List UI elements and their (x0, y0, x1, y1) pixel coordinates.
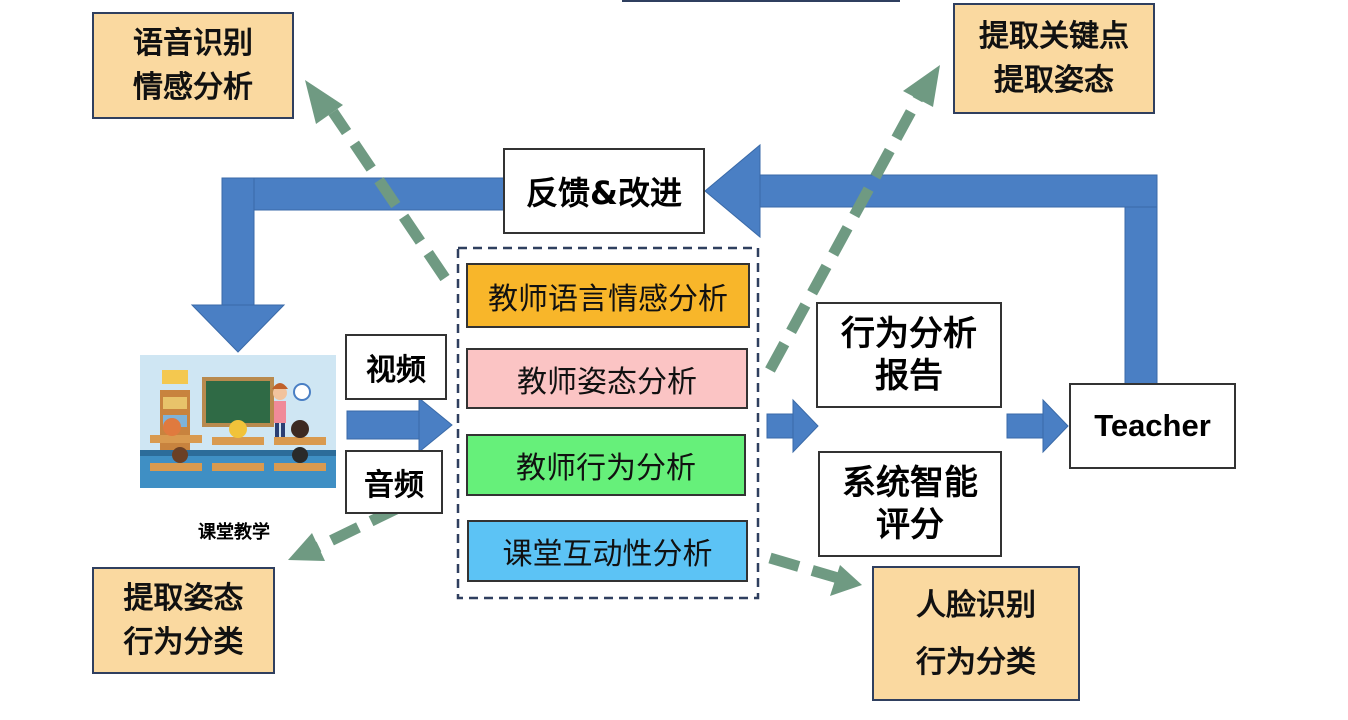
classroom-image (140, 355, 336, 488)
dashed-arrows (309, 92, 925, 584)
bottom-right-note-line1: 人脸识别 (916, 587, 1036, 623)
top-right-note-line2: 提取姿态 (994, 62, 1114, 98)
modules-output-arrow (766, 398, 819, 454)
module-label: 课堂互动性分析 (502, 537, 713, 572)
score-line1: 系统智能 (842, 462, 978, 503)
top-right-note: 提取关键点 提取姿态 (953, 3, 1155, 114)
feedback-box: 反馈&改进 (503, 148, 705, 234)
top-left-note-line1: 语音识别 (133, 26, 253, 61)
classroom-label: 课堂教学 (198, 522, 270, 543)
module-teacher-speech-emotion: 教师语言情感分析 (466, 263, 750, 328)
teacher-label: Teacher (1094, 408, 1211, 443)
module-label: 教师姿态分析 (517, 364, 697, 400)
bottom-left-note-line1: 提取姿态 (123, 581, 244, 616)
dashed-arrowhead-top-right (903, 65, 940, 107)
module-teacher-posture: 教师姿态分析 (466, 348, 748, 409)
teacher-box: Teacher (1069, 383, 1236, 469)
module-label: 教师语言情感分析 (488, 281, 728, 317)
dashed-arrowhead-bottom-left (288, 533, 325, 561)
bottom-left-note-line2: 行为分类 (123, 624, 244, 660)
module-group-frame (456, 246, 760, 600)
report-line1: 行为分析 (841, 313, 977, 354)
dashed-arrowhead-bottom-right (830, 565, 862, 596)
behavior-report-box: 行为分析 报告 (816, 302, 1002, 408)
dashed-arrowhead-top-left (305, 80, 343, 124)
score-line2: 评分 (876, 505, 944, 545)
report-line2: 报告 (875, 356, 943, 396)
feedback-label: 反馈&改进 (526, 174, 682, 212)
video-label-box: 视频 (345, 334, 447, 400)
top-left-note: 语音识别 情感分析 (92, 12, 294, 119)
audio-label-box: 音频 (345, 450, 443, 514)
report-to-teacher-arrow (1006, 398, 1069, 454)
top-left-note-line2: 情感分析 (133, 69, 253, 105)
feedback-loop-arrow (190, 143, 1158, 386)
bottom-left-note: 提取姿态 行为分类 (92, 567, 275, 674)
module-classroom-interaction: 课堂互动性分析 (467, 520, 748, 582)
system-score-box: 系统智能 评分 (818, 451, 1002, 557)
classroom-illustration (140, 355, 336, 488)
video-label: 视频 (366, 353, 426, 388)
module-teacher-behavior: 教师行为分析 (466, 434, 746, 496)
input-arrow (346, 396, 453, 454)
module-label: 教师行为分析 (516, 451, 696, 486)
top-right-note-line1: 提取关键点 (979, 19, 1129, 54)
audio-label: 音频 (364, 468, 424, 503)
bottom-right-note-line2: 行为分类 (916, 644, 1036, 680)
bottom-right-note: 人脸识别 行为分类 (872, 566, 1080, 701)
